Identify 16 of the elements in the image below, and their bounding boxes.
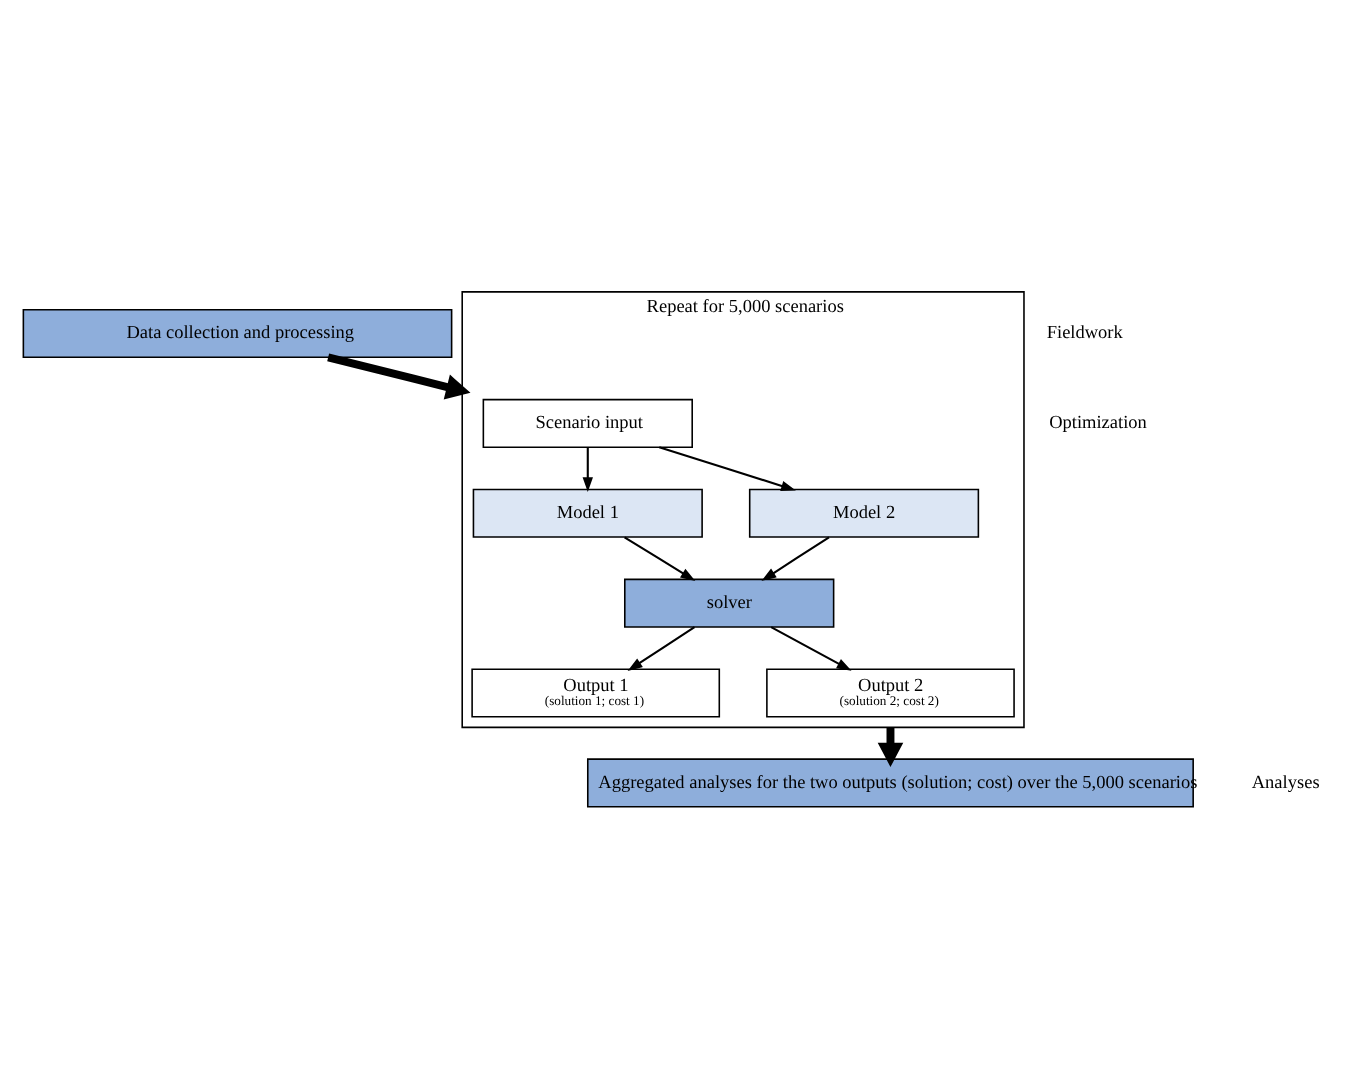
label: Fieldwork <box>1046 323 1123 344</box>
node-box: Scenario input <box>482 397 693 447</box>
arrow <box>582 446 593 492</box>
arrow <box>658 445 796 490</box>
label: Analyses <box>1251 772 1320 793</box>
node-box: Data collection and processing <box>22 307 453 358</box>
arrow <box>624 535 696 580</box>
arrow <box>761 535 830 580</box>
arrow <box>877 726 904 767</box>
arrow <box>627 625 696 670</box>
node-box: Model 1 <box>472 487 703 537</box>
label: Optimization <box>1049 413 1147 434</box>
node-box: Model 2 <box>748 487 980 537</box>
arrow <box>770 625 852 670</box>
arrow <box>327 352 471 399</box>
node-box: solver <box>624 577 835 627</box>
